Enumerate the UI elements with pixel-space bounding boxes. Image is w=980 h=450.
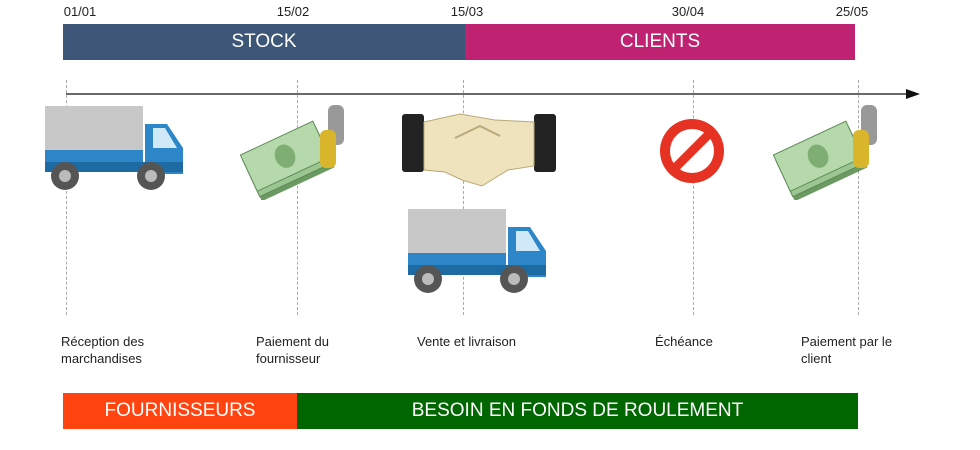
event-label: Échéance — [655, 334, 713, 349]
money-icon — [240, 100, 345, 200]
date-label: 01/01 — [63, 4, 97, 19]
guide-line — [693, 80, 694, 315]
clients-band: CLIENTS — [465, 24, 855, 60]
timeline-arrow — [66, 89, 920, 99]
event-label: Paiement du fournisseur — [256, 334, 329, 366]
truck-icon — [45, 106, 185, 191]
bfr-band: BESOIN EN FONDS DE ROULEMENT — [297, 393, 858, 429]
guide-line — [858, 80, 859, 315]
event-label: Vente et livraison — [417, 334, 517, 349]
date-label: 15/03 — [450, 4, 484, 19]
fournisseurs-band: FOURNISSEURS — [63, 393, 297, 429]
guide-line — [297, 80, 298, 315]
handshake-icon — [402, 113, 556, 187]
date-label: 30/04 — [671, 4, 705, 19]
date-label: 25/05 — [835, 4, 869, 19]
stock-band: STOCK — [63, 24, 465, 60]
event-label: Réception des marchandises — [61, 334, 145, 366]
money-icon — [773, 100, 878, 200]
event-label: Paiement par le client — [801, 334, 893, 366]
guide-line — [463, 80, 464, 315]
no-entry-icon — [660, 119, 724, 183]
truck-icon — [408, 209, 548, 294]
guide-line — [66, 80, 67, 315]
date-label: 15/02 — [276, 4, 310, 19]
